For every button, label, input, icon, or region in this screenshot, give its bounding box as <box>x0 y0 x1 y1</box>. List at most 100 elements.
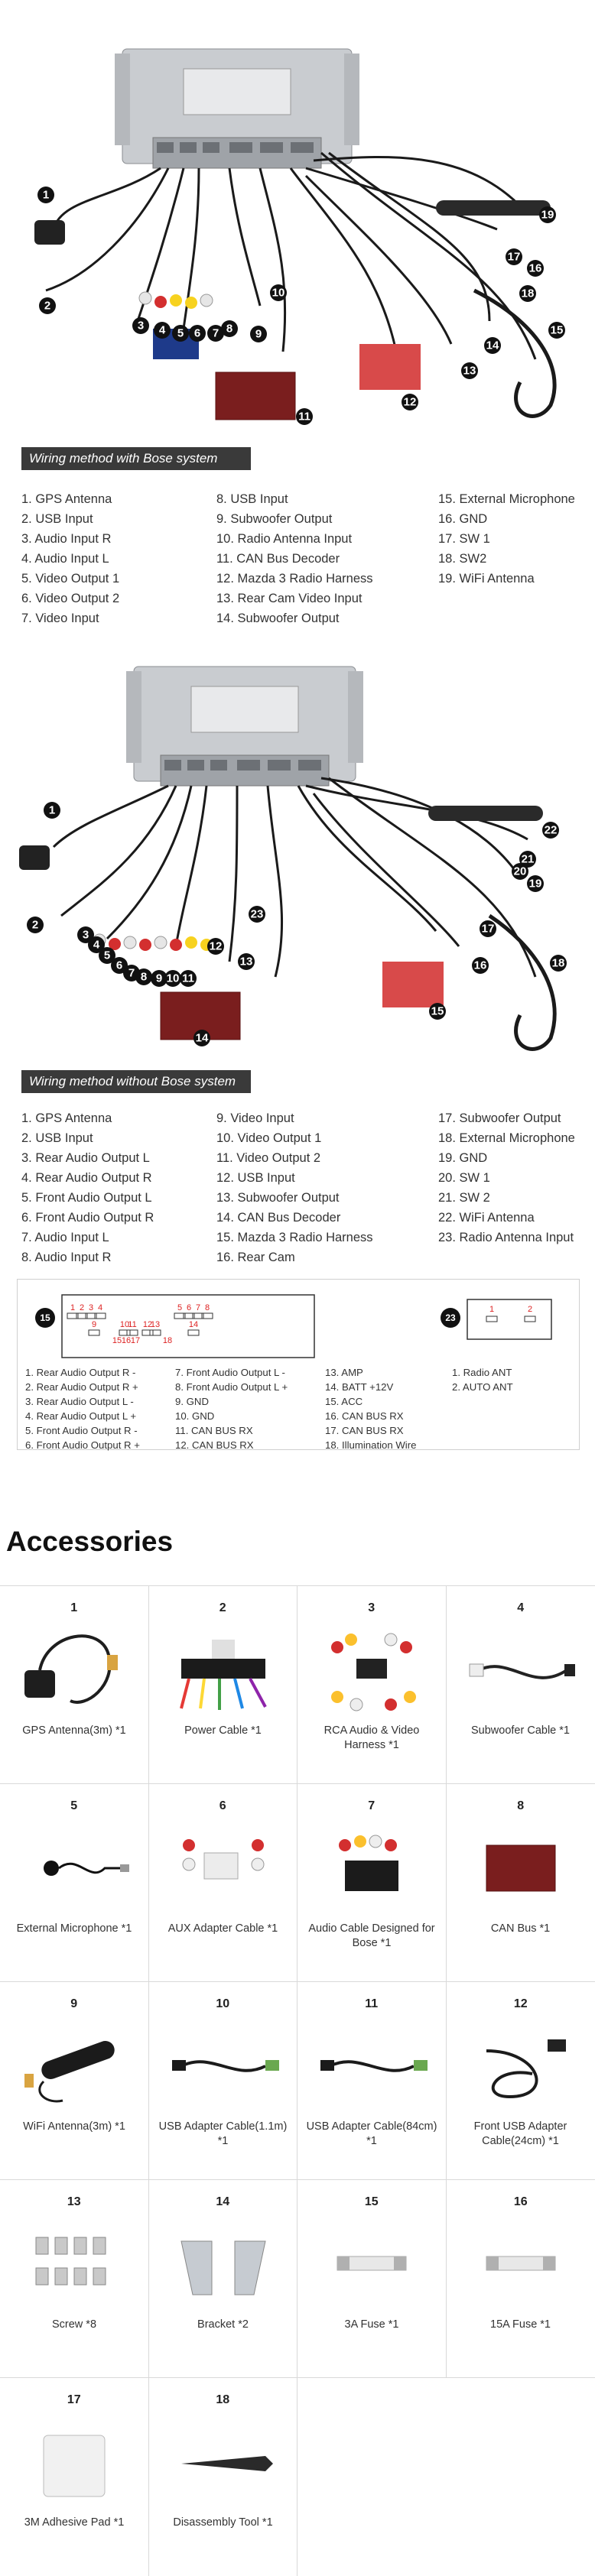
callout-number: 21 <box>522 853 535 866</box>
accessory-number: 4 <box>447 1601 595 1615</box>
section-banner-no-bose: Wiring method without Bose system <box>21 1070 251 1093</box>
accessory-number: 6 <box>149 1799 298 1813</box>
radio-harness-graphic <box>382 962 444 1007</box>
legend-item: 19. GND <box>438 1148 580 1168</box>
legend-item: 12. USB Input <box>216 1168 438 1188</box>
fuse-icon <box>463 2218 578 2310</box>
pin-label: 1 <box>489 1305 494 1314</box>
front-usb-icon <box>463 2020 578 2112</box>
accessory-number: 16 <box>447 2195 595 2209</box>
callout-number: 16 <box>474 959 487 972</box>
pinout-item: 9. GND <box>175 1394 325 1409</box>
legend-item: 17. SW 1 <box>438 529 580 549</box>
callout-number: 2 <box>32 919 38 932</box>
accessory-name: WiFi Antenna(3m) *1 <box>6 2120 142 2134</box>
callout-number: 2 <box>44 300 50 313</box>
callout-number: 4 <box>93 939 100 952</box>
radio-harness-graphic <box>359 344 421 390</box>
accessory-name: 3A Fuse *1 <box>304 2318 440 2332</box>
adhesive-pad-icon <box>17 2416 132 2508</box>
accessory-name: Screw *8 <box>6 2318 142 2332</box>
wifi-antenna-graphic <box>436 200 551 216</box>
accessory-name: RCA Audio & Video Harness *1 <box>304 1724 440 1753</box>
pin-label: 11 <box>128 1320 136 1329</box>
canbus-icon <box>463 1822 578 1914</box>
section-banner-bose: Wiring method with Bose system <box>21 447 251 470</box>
callout-number: 3 <box>138 320 144 333</box>
legend-item: 4. Rear Audio Output R <box>21 1168 216 1188</box>
accessory-number: 3 <box>298 1601 446 1615</box>
rca-harness-icon <box>314 1624 429 1716</box>
legend-item: 23. Radio Antenna Input <box>438 1228 580 1247</box>
head-unit <box>126 667 363 786</box>
callout-number: 10 <box>167 972 180 985</box>
legend-item: 15. Mazda 3 Radio Harness <box>216 1228 438 1247</box>
pinout-column: 1. Rear Audio Output R -2. Rear Audio Ou… <box>25 1365 175 1452</box>
pinout-item: 4. Rear Audio Output L + <box>25 1409 175 1423</box>
callout-number: 14 <box>196 1032 209 1045</box>
pinout-item: 13. AMP <box>325 1365 452 1380</box>
legend-item: 9. Video Input <box>216 1108 438 1128</box>
aux-adapter-icon <box>166 1822 281 1914</box>
accessory-number: 2 <box>149 1601 298 1615</box>
accessory-name: External Microphone *1 <box>6 1922 142 1936</box>
pin-label: 9 <box>92 1320 96 1329</box>
accessory-name: Subwoofer Cable *1 <box>453 1724 589 1738</box>
legend-item: 13. Rear Cam Video Input <box>216 589 438 608</box>
callout-number: 12 <box>210 940 223 953</box>
callout-number: 22 <box>545 824 558 837</box>
pin-label: 8 <box>205 1303 210 1312</box>
legend-item: 8. Audio Input R <box>21 1247 216 1267</box>
pinout-item: 17. CAN BUS RX <box>325 1423 452 1438</box>
pin-label: 5 <box>177 1303 182 1312</box>
callout-number: 9 <box>156 972 162 985</box>
pinout-item: 15. ACC <box>325 1394 452 1409</box>
bracket-icon <box>166 2218 281 2310</box>
legend-item: 22. WiFi Antenna <box>438 1208 580 1228</box>
pin-label: 16 <box>122 1336 131 1345</box>
callout-number: 17 <box>508 251 521 264</box>
pin-slot <box>119 1330 130 1335</box>
callout-number: 13 <box>463 365 476 378</box>
callout-number: 23 <box>251 908 264 921</box>
accessory-number: 11 <box>298 1997 446 2011</box>
callout-number: 16 <box>529 262 542 275</box>
pin-slot <box>127 1330 138 1335</box>
accessory-number: 5 <box>0 1799 148 1813</box>
legend-item: 6. Video Output 2 <box>21 589 216 608</box>
pin-label: 6 <box>187 1303 191 1312</box>
callout-number: 9 <box>255 328 262 341</box>
pin-slot <box>486 1316 497 1322</box>
pin-label: 2 <box>80 1303 84 1312</box>
pinout-badge-right: 23 <box>445 1312 456 1323</box>
pin-slot <box>188 1330 199 1335</box>
gps-antenna-graphic <box>19 845 50 870</box>
accessory-number: 17 <box>0 2393 148 2407</box>
callout-number: 15 <box>551 324 564 337</box>
legend-item: 18. External Microphone <box>438 1128 580 1148</box>
accessory-number: 1 <box>0 1601 148 1615</box>
legend-item: 18. SW2 <box>438 549 580 569</box>
legend-item: 16. Rear Cam <box>216 1247 438 1267</box>
callout-number: 13 <box>240 955 253 968</box>
callout-number: 5 <box>177 327 184 340</box>
legend-item: 5. Video Output 1 <box>21 569 216 589</box>
